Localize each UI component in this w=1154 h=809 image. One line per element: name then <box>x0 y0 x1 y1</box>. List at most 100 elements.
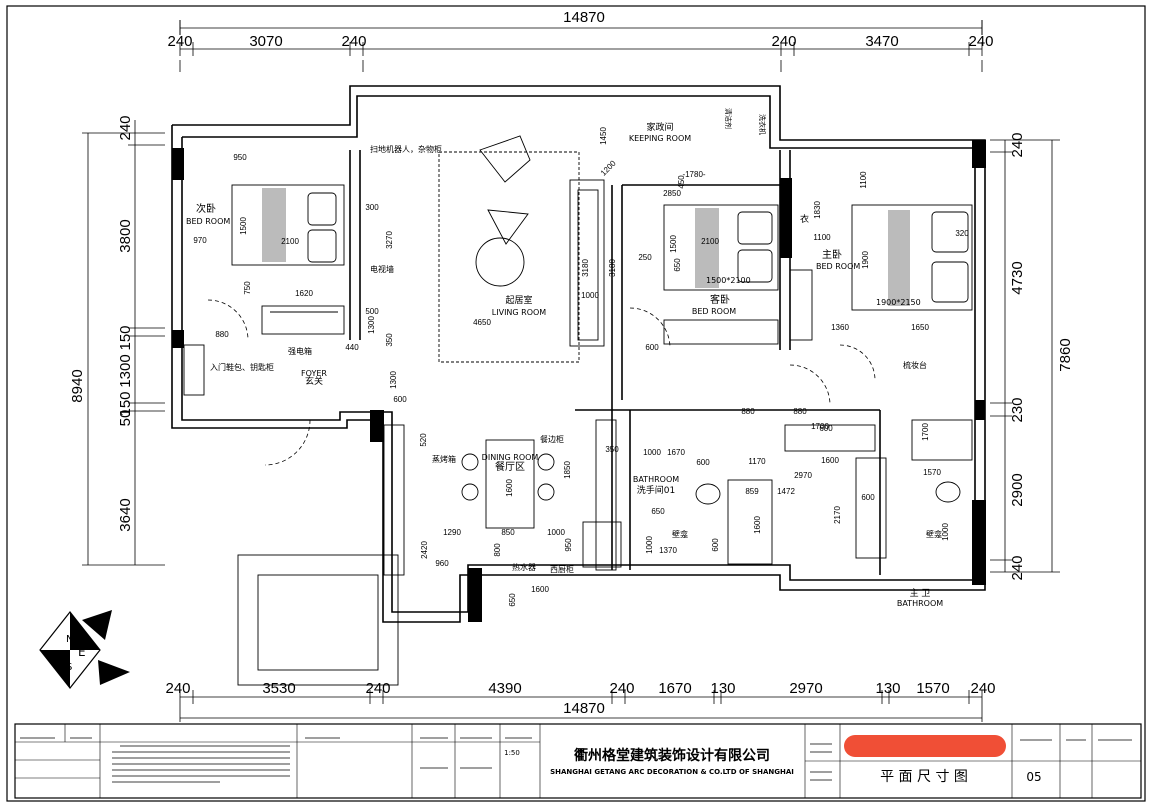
room-dimension-value: 1300 <box>389 371 398 389</box>
master-bath-label: 主 卫 <box>910 587 931 599</box>
room-dimension-value: 1600 <box>821 456 839 465</box>
room-dimension-value: 1830 <box>813 201 822 219</box>
left-small-dim: 50 <box>117 410 134 427</box>
bottom-dimension-chain: 240 3530 240 4390 240 1670 130 2970 130 … <box>165 680 996 722</box>
room-dimension-value: 2170 <box>833 506 842 524</box>
structural-columns <box>172 140 986 622</box>
compass-rose: N E S W <box>39 610 130 689</box>
room-dimension-value: 1600 <box>753 516 762 534</box>
guest-bed-size: 1500*2100 <box>706 276 751 285</box>
right-inner-dim: 4730 <box>1009 261 1026 294</box>
room-dimension-value: 1200 <box>599 158 618 177</box>
redacted-field <box>844 735 1006 757</box>
left-dimension-chain: 8940 240 3800 150 1300 150 3640 50 <box>69 115 165 566</box>
room-dimension-value: 1360 <box>831 323 849 332</box>
room-dimension-value: 1700 <box>811 422 829 431</box>
bottom-seg-dim: 240 <box>365 680 390 697</box>
left-inner-dim: 240 <box>117 115 134 140</box>
living-room-label: 起居室 <box>505 294 532 306</box>
room-dimension-value: 500 <box>365 307 379 316</box>
bath1-label: 洗手间01 <box>637 484 675 496</box>
room-dimension-value: 970 <box>193 236 207 245</box>
right-inner-dim: 230 <box>1009 397 1026 422</box>
second-bedroom-label: 次卧 <box>196 202 216 215</box>
niche-note: 壁龛 <box>926 529 942 539</box>
foyer-en-label: FOYER <box>301 369 327 378</box>
left-outer-dim: 8940 <box>69 369 86 402</box>
room-dimension-value: 1670 <box>667 448 685 457</box>
bottom-seg-dim: 240 <box>609 680 634 697</box>
room-dimension-value: 450 <box>677 175 686 189</box>
room-dimension-value: 1500 <box>239 217 248 235</box>
bottom-seg-dim: 1670 <box>658 680 691 697</box>
water-heater-note: 热水器 <box>512 562 536 572</box>
room-dimension-value: 1450 <box>599 127 608 145</box>
sweeper-note: 扫地机器人，杂物柜 <box>370 144 442 154</box>
keeping-room-label: 家政间 <box>646 121 673 133</box>
company-name-en: SHANGHAI GETANG ARC DECORATION & CO.LTD … <box>550 768 794 776</box>
title-block: 1:50 衢州格堂建筑装饰设计有限公司 SHANGHAI GETANG ARC … <box>14 723 1142 799</box>
guest-bedroom-en-label: BED ROOM <box>692 307 736 316</box>
bottom-seg-dim: 130 <box>875 680 900 697</box>
top-seg-dim: 240 <box>968 33 993 50</box>
top-dimension-chain: 14870 240 3070 240 240 3470 240 <box>167 9 994 72</box>
room-dimension-value: 1170 <box>748 457 766 466</box>
bottom-seg-dim: 3530 <box>262 680 295 697</box>
room-dimension-value: 650 <box>673 258 682 272</box>
room-dimension-value: -1780- <box>682 170 705 179</box>
dresser-note: 梳妆台 <box>903 360 927 370</box>
room-dimension-value: 4650 <box>473 318 491 327</box>
room-dimension-value: 2100 <box>701 237 719 246</box>
room-dimension-value: 3180 <box>581 259 590 277</box>
compass-north: N <box>66 634 73 645</box>
room-dimension-value: 2970 <box>794 471 812 480</box>
room-dimension-value: 1000 <box>645 536 654 554</box>
room-labels: 次卧 BED ROOM 客卧 BED ROOM 主卧 BED ROOM 起居室 … <box>186 121 943 608</box>
living-room-en-label: LIVING ROOM <box>492 308 547 317</box>
room-dimension-value: 880 <box>741 407 755 416</box>
room-dimension-value: 1000 <box>0 0 9 2</box>
room-dimension-value: 1300 <box>367 316 376 334</box>
keeping-room-en-label: KEEPING ROOM <box>629 134 691 143</box>
bottom-seg-dim: 240 <box>165 680 190 697</box>
scale-value: 1:50 <box>504 749 520 757</box>
left-inner-dim: 150 <box>117 391 134 416</box>
bottom-seg-dim: 240 <box>970 680 995 697</box>
right-dimension-chain: 240 4730 230 2900 240 7860 <box>990 132 1074 581</box>
room-dimension-value: 320 <box>955 229 969 238</box>
wardrobe-note: 衣 <box>800 213 809 225</box>
room-dimension-value: 1000 <box>581 291 599 300</box>
room-dimension-value: 3270 <box>385 231 394 249</box>
tv-wall-note: 电视墙 <box>370 264 394 274</box>
drawing-title: 平 面 尺 寸 图 <box>880 769 968 785</box>
room-dimension-value: 2850 <box>663 189 681 198</box>
annotations: 扫地机器人，杂物柜 电视墙 强电箱 入门鞋包、钥匙柜 蒸烤箱 餐边柜 热水器 西… <box>210 108 942 574</box>
room-dimension-value: 650 <box>508 593 517 607</box>
room-dimension-value: 859 <box>745 487 759 496</box>
room-dimension-value: 800 <box>493 543 502 557</box>
shoe-cabinet-note: 入门鞋包、钥匙柜 <box>210 362 274 372</box>
room-dimension-value: 1472 <box>777 487 795 496</box>
room-dimension-value: 250 <box>638 253 652 262</box>
room-dimension-value: 600 <box>711 538 720 552</box>
master-bath-en-label: BATHROOM <box>897 599 943 608</box>
bottom-seg-dim: 1570 <box>916 680 949 697</box>
left-inner-dim: 3640 <box>117 498 134 531</box>
room-dimension-value: 600 <box>819 424 833 433</box>
room-dimension-value: 1850 <box>563 461 572 479</box>
room-dimension-value: 1000 <box>547 528 565 537</box>
company-name: 衢州格堂建筑装饰设计有限公司 <box>574 747 770 764</box>
top-seg-dim: 240 <box>167 33 192 50</box>
room-dimension-value: 880 <box>793 407 807 416</box>
room-dimension-value: 650 <box>651 507 665 516</box>
room-dimension-value: 750 <box>243 281 252 295</box>
room-dimension-value: 1600 <box>531 585 549 594</box>
room-dimension-value: 1370 <box>659 546 677 555</box>
bottom-total-dim: 14870 <box>563 700 605 717</box>
room-dimension-value: 850 <box>501 528 515 537</box>
dining-en-label: DINING ROOM <box>482 453 539 462</box>
right-inner-dim: 240 <box>1009 132 1026 157</box>
guest-bedroom-label: 客卧 <box>710 293 730 306</box>
